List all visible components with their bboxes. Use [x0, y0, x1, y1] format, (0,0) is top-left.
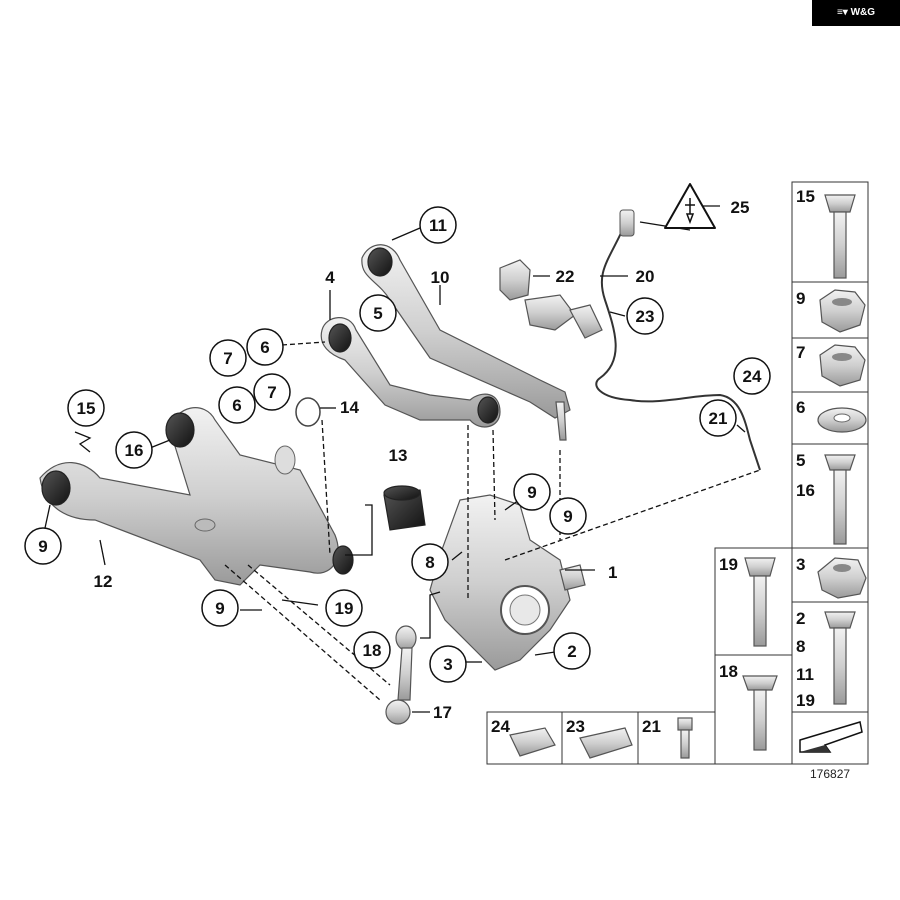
table-label: 3	[796, 555, 805, 574]
table-label: 11	[796, 665, 814, 684]
callout-1: 1	[608, 563, 617, 582]
callout-21: 21	[709, 409, 728, 428]
callout-labels: 11 10 4 5 7 6 6 7 14 15 16 9 12 13 9 9 8…	[24, 198, 771, 722]
wheel-carrier	[429, 494, 586, 671]
table-label: 19	[796, 691, 815, 710]
upper-control-arm-4	[320, 317, 501, 428]
callout-19: 19	[335, 599, 354, 618]
o-ring-14	[295, 397, 321, 427]
callout-22: 22	[556, 267, 575, 286]
callout-9: 9	[38, 537, 47, 556]
callout-25: 25	[731, 198, 750, 217]
nut-7-drawing	[819, 344, 866, 387]
bushing-11	[367, 247, 393, 277]
callout-10: 10	[431, 268, 450, 287]
table-label: 15	[796, 187, 815, 206]
bolt-18-drawing	[742, 675, 778, 751]
upper-control-arm-10	[361, 244, 571, 441]
arrow-direction-icon	[799, 721, 863, 753]
sensor-cable-20	[595, 217, 761, 471]
washer-6-drawing	[817, 407, 867, 433]
bushing-right	[332, 545, 354, 575]
table-label: 8	[796, 637, 805, 656]
lower-control-arm	[39, 407, 354, 586]
brand-badge: ≡▾ W&G	[812, 0, 900, 26]
callout-9: 9	[527, 483, 536, 502]
bushing-16	[165, 412, 195, 448]
table-label: 2	[796, 609, 805, 628]
table-label: 6	[796, 398, 805, 417]
table-label: 19	[719, 555, 738, 574]
bolt-2-drawing	[824, 611, 856, 705]
diagram-number: 176827	[810, 767, 850, 781]
bolt-5-16-drawing	[824, 454, 856, 545]
bolt-15-drawing	[824, 194, 856, 279]
nut-9-drawing	[819, 289, 866, 333]
coupling-rod-17	[385, 625, 417, 725]
table-label: 9	[796, 289, 805, 308]
callout-16: 16	[125, 441, 144, 460]
table-label: 18	[719, 662, 738, 681]
parts-table: 15 9 7 6 5 16 3 2 8 11 19 19 18 24 23 21	[486, 181, 869, 765]
callout-6: 6	[232, 396, 241, 415]
callout-7: 7	[267, 383, 276, 402]
callout-12: 12	[94, 572, 113, 591]
table-label: 7	[796, 343, 805, 362]
callout-2: 2	[567, 642, 576, 661]
callout-15: 15	[77, 399, 96, 418]
brand-logo-icon: ≡▾	[836, 7, 851, 18]
callout-17: 17	[433, 703, 452, 722]
callout-8: 8	[425, 553, 434, 572]
callout-13: 13	[389, 446, 408, 465]
table-label: 5	[796, 451, 805, 470]
clip-24-drawing	[509, 727, 556, 757]
callout-20: 20	[636, 267, 655, 286]
bracket-22	[499, 259, 603, 339]
callout-9: 9	[215, 599, 224, 618]
callout-4: 4	[325, 268, 335, 287]
bolt-19-drawing	[744, 557, 776, 647]
callout-3: 3	[443, 655, 452, 674]
table-label: 23	[566, 717, 585, 736]
callout-24: 24	[743, 367, 762, 386]
clip-23-drawing	[579, 727, 633, 759]
table-label: 16	[796, 481, 815, 500]
callout-11: 11	[429, 216, 447, 235]
callout-6: 6	[260, 338, 269, 357]
table-label: 21	[642, 717, 661, 736]
table-label: 24	[491, 717, 510, 736]
nut-3-drawing	[817, 557, 867, 599]
bushing-13	[383, 485, 426, 531]
callout-23: 23	[636, 307, 655, 326]
warning-triangle-icon	[664, 183, 716, 229]
callout-14: 14	[340, 398, 359, 417]
callout-9: 9	[563, 507, 572, 526]
screw-21-drawing	[677, 717, 693, 759]
callout-7: 7	[223, 349, 232, 368]
callout-5: 5	[373, 304, 382, 323]
brand-text: W&G	[850, 7, 876, 18]
bushing-left	[41, 470, 71, 506]
bushing-5	[328, 323, 352, 353]
callout-circle	[419, 206, 457, 244]
callout-18: 18	[363, 641, 382, 660]
